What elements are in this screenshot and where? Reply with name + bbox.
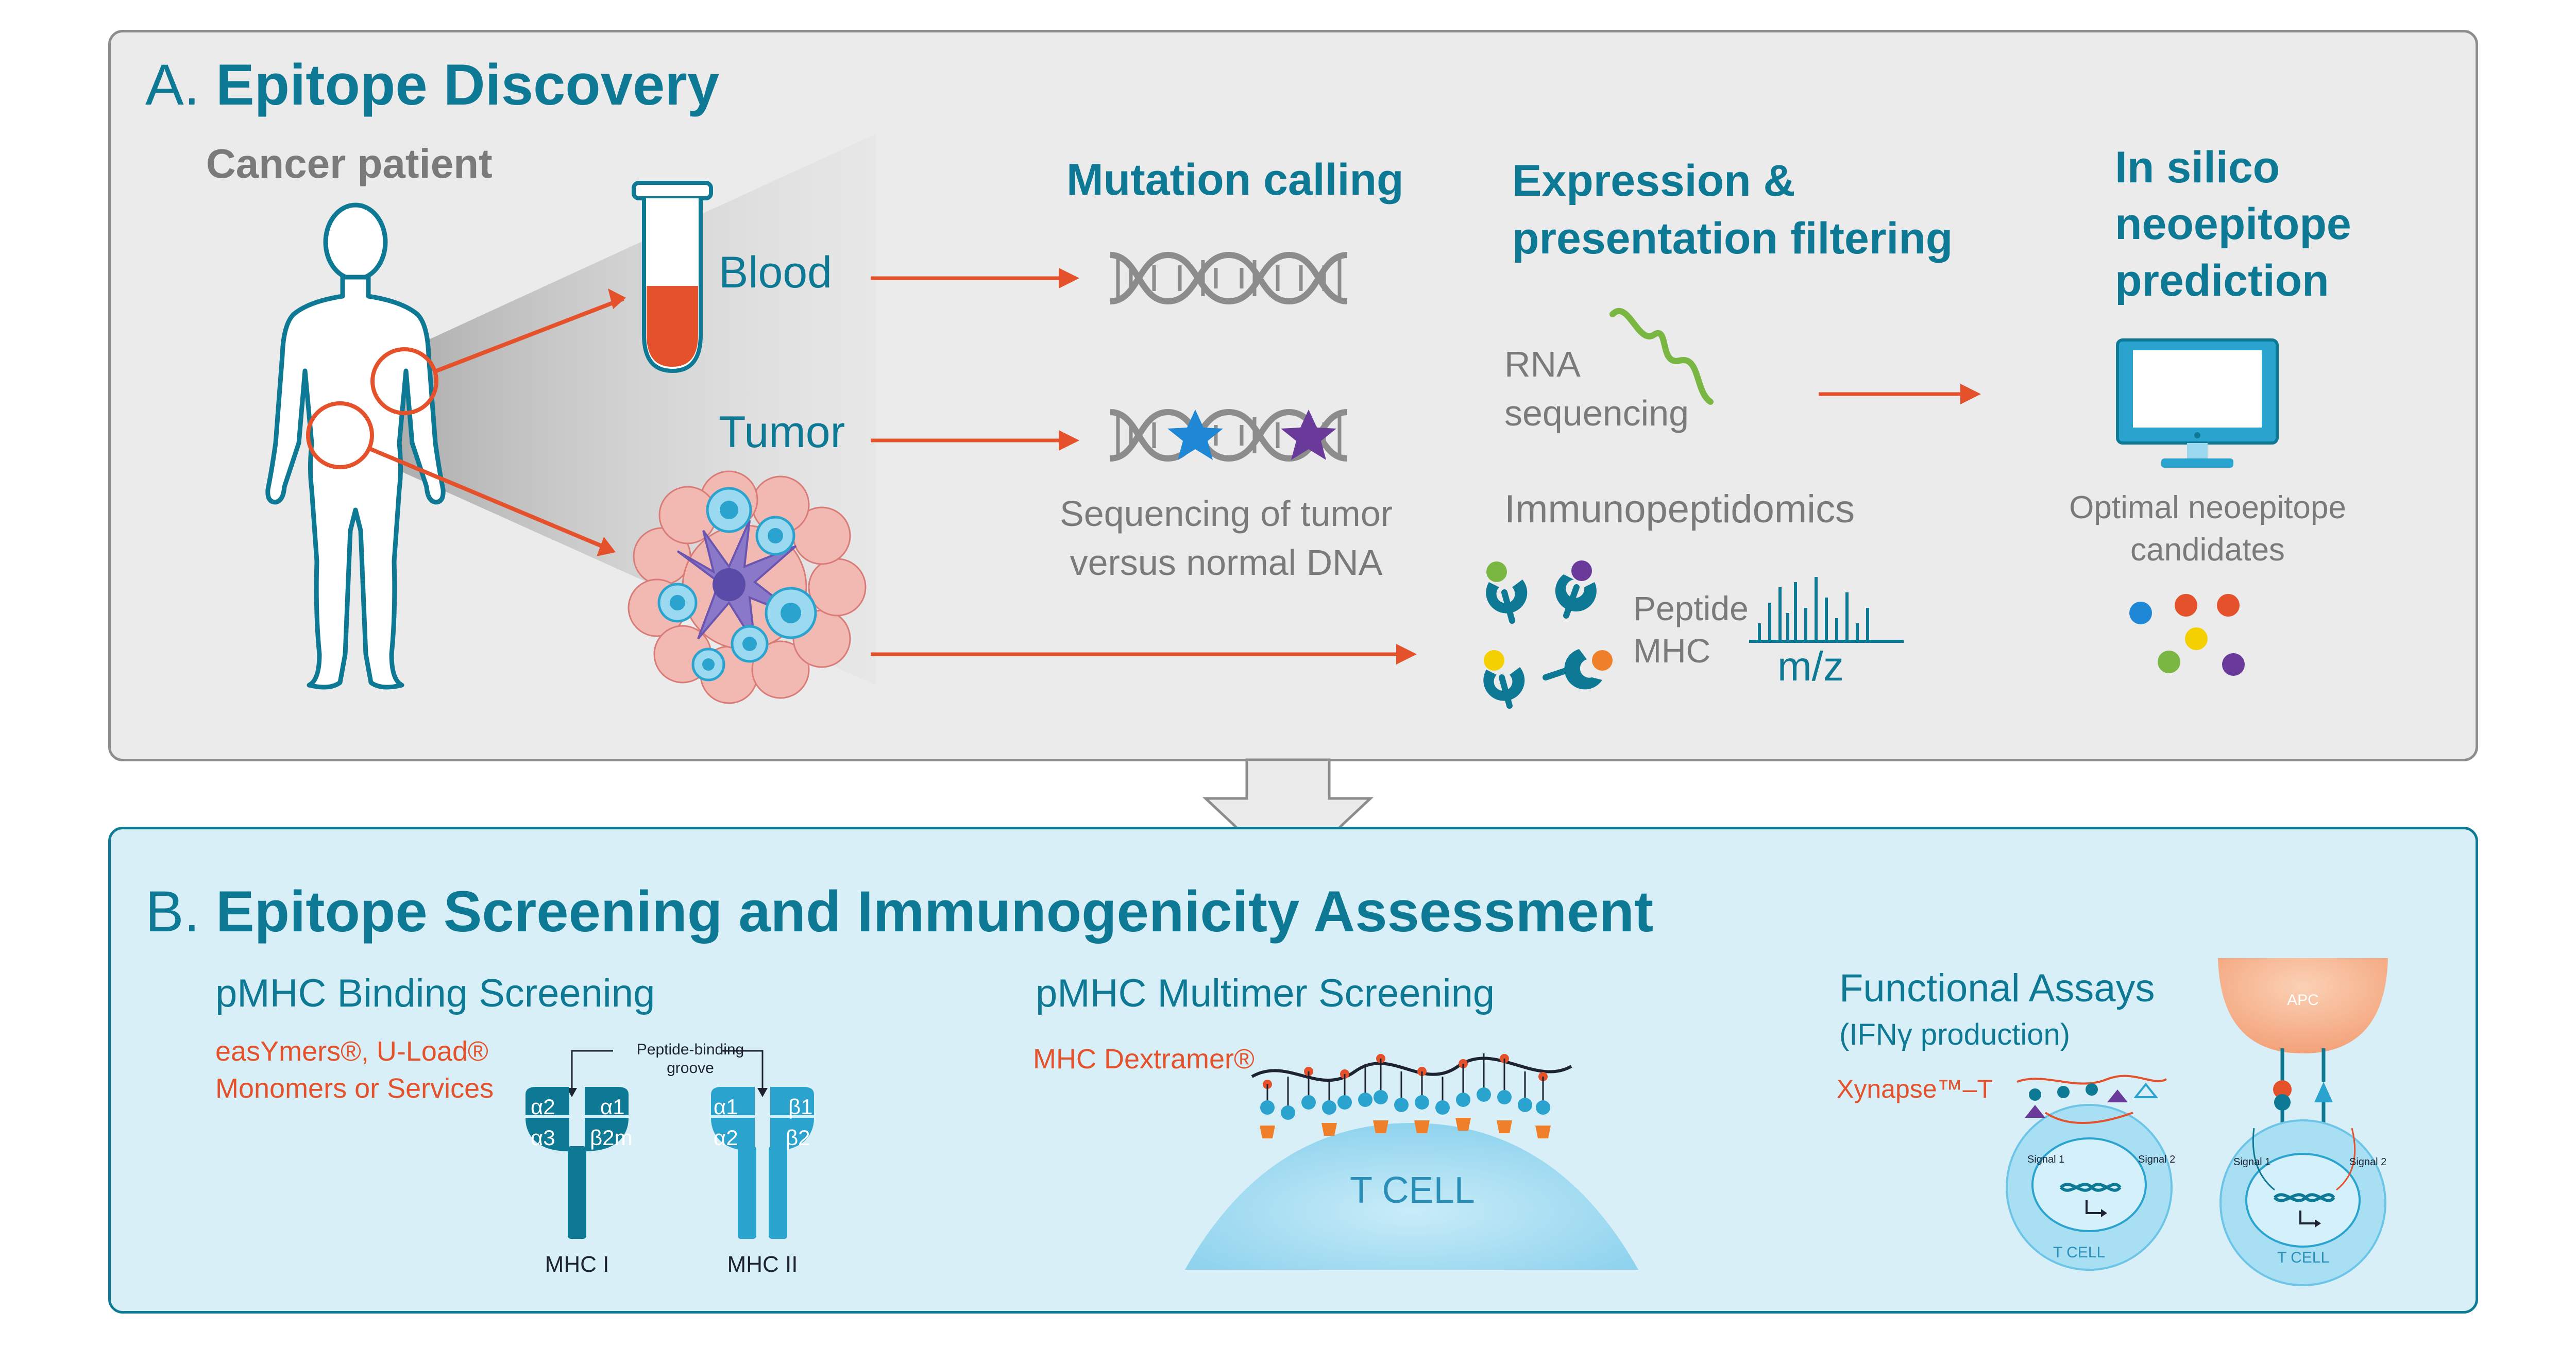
section-b-letter: B.: [145, 879, 200, 944]
dextramer-icon: [1251, 1053, 1572, 1138]
sequencing-caption: Sequencing of tumor versus normal DNA: [1060, 493, 1393, 583]
rna-sequencing-label: RNA sequencing: [1504, 344, 1689, 433]
mhc-ii-icon: [711, 1087, 814, 1239]
insilico-prediction-label: In silico neoepitope prediction: [2115, 143, 2351, 305]
mhc-i-alpha2: α2: [531, 1095, 555, 1119]
tumor-label: Tumor: [719, 407, 845, 457]
mutated-dna-helix-icon: [1110, 408, 1348, 462]
expression-filtering-label: Expression & presentation filtering: [1512, 156, 1953, 263]
tumor-cells-icon: [628, 470, 867, 704]
binding-screening-title: pMHC Binding Screening: [215, 972, 655, 1015]
mass-spectrum-icon: [1749, 577, 1904, 643]
functional-assays-title: Functional Assays: [1839, 966, 2155, 1010]
peptide-mhc-label: Peptide MHC: [1633, 589, 1749, 670]
signal1-label-2: Signal 1: [2233, 1156, 2271, 1168]
mhc-i-icon: [526, 1087, 629, 1239]
mz-label: m/z: [1777, 643, 1844, 689]
multimer-screening-title: pMHC Multimer Screening: [1036, 972, 1495, 1015]
test-tube-icon: [632, 181, 713, 373]
purple-star-icon: [1281, 410, 1336, 460]
signal2-label-2: Signal 2: [2349, 1156, 2387, 1168]
binding-screening-products: easYmers®, U-Load® Monomers or Services: [215, 1036, 494, 1104]
mhc-ii-beta2: β2: [786, 1126, 810, 1150]
section-b-title: B. Epitope Screening and Immunogenicity …: [145, 878, 1653, 945]
candidate-dots-icon: [2129, 594, 2245, 676]
dna-helix-icon: [1110, 251, 1348, 305]
mhc-ii-caption: MHC II: [727, 1252, 798, 1277]
optimal-candidates-label: Optimal neoepitope candidates: [2069, 490, 2346, 568]
t-cell-icon: [1185, 1123, 1638, 1270]
groove-label: Peptide-binding groove: [636, 1041, 744, 1077]
apc-label: APC: [2287, 992, 2319, 1009]
functional-assays-subtitle: (IFNγ production): [1839, 1018, 2071, 1051]
computer-monitor-icon: [2116, 338, 2279, 468]
human-silhouette-icon: [265, 202, 446, 690]
mhc-ii-alpha2: α2: [714, 1126, 738, 1150]
cancer-patient-label: Cancer patient: [206, 141, 493, 186]
mhc-i-alpha1: α1: [600, 1095, 625, 1119]
section-a-letter: A.: [145, 53, 200, 117]
dextramer-label: MHC Dextramer®: [1033, 1044, 1255, 1075]
signal1-label-1: Signal 1: [2027, 1154, 2065, 1165]
t-cell-small-label-1: T CELL: [2053, 1244, 2106, 1261]
xynapse-label: Xynapse™–T: [1837, 1075, 1993, 1103]
t-cell-small-label-2: T CELL: [2277, 1249, 2330, 1266]
mhc-i-caption: MHC I: [545, 1252, 609, 1277]
pmhc-complex-icon: [1483, 560, 1613, 709]
apc-t-cell-icon: [2219, 1119, 2386, 1286]
xynapse-scaffold-icon: [2016, 1075, 2167, 1124]
mhc-ii-beta1: β1: [788, 1095, 813, 1119]
blue-star-icon: [1167, 410, 1223, 460]
t-cell-label: T CELL: [1350, 1170, 1475, 1211]
apc-icon: [2218, 958, 2388, 1053]
xynapse-t-cell-icon: [2006, 1104, 2173, 1271]
section-b-heading: Epitope Screening and Immunogenicity Ass…: [215, 879, 1654, 944]
section-a-heading: Epitope Discovery: [215, 53, 720, 117]
blood-label: Blood: [719, 248, 832, 297]
immunopeptidomics-label: Immunopeptidomics: [1504, 487, 1855, 531]
mhc-i-alpha3: α3: [531, 1126, 555, 1150]
mutation-calling-label: Mutation calling: [1066, 155, 1404, 205]
rna-strand-icon: [1609, 308, 1714, 405]
mhc-ii-alpha1: α1: [714, 1095, 738, 1119]
signal2-label-1: Signal 2: [2138, 1154, 2176, 1165]
section-a-title: A. Epitope Discovery: [145, 52, 719, 118]
mhc-i-beta2m: β2m: [590, 1126, 633, 1150]
